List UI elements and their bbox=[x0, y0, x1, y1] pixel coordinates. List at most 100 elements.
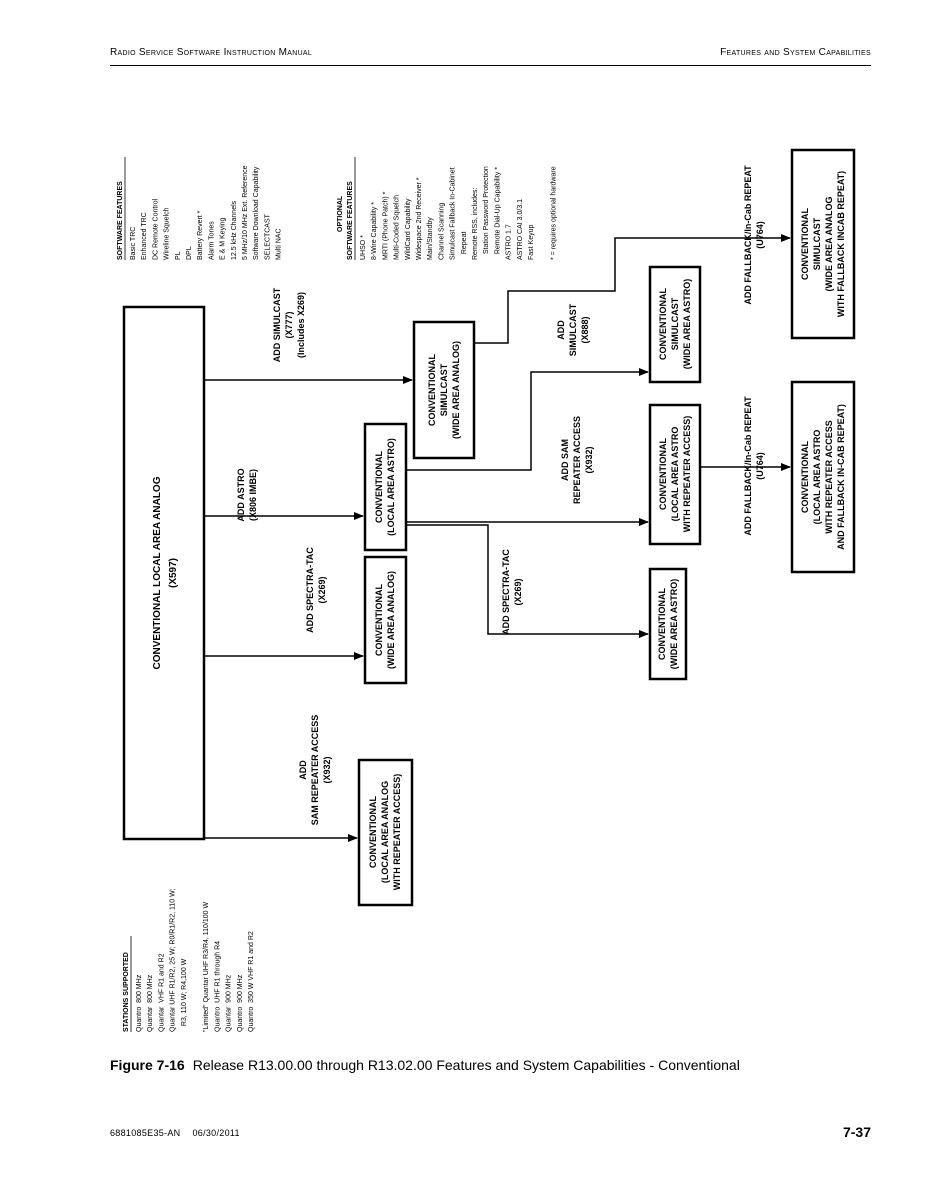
list-item: UHSO * bbox=[360, 235, 367, 260]
stations-supported-items: Quantro 800 MHz Quantar 800 MHz Quantar VH… bbox=[136, 888, 255, 1032]
list-item: Quantro 900 MHz bbox=[237, 974, 244, 1032]
list-item: Enhanced TRC bbox=[141, 212, 148, 260]
label-text: ADD ASTRO bbox=[236, 468, 246, 521]
box-text: CONVENTIONAL bbox=[374, 450, 384, 523]
list-item: Multi NAC bbox=[276, 228, 283, 260]
label-text: (X888) bbox=[580, 316, 590, 343]
list-item: Quantar VHF R1 and R2 bbox=[158, 953, 165, 1032]
label-text: (X932) bbox=[322, 756, 332, 783]
box-main-local-analog: CONVENTIONAL LOCAL AREA ANALOG (X597) bbox=[122, 305, 206, 841]
box-text: CONVENTIONAL bbox=[427, 353, 437, 426]
stations-supported-title: STATIONS SUPPORTED bbox=[123, 952, 130, 1032]
box-text: SIMULCAST bbox=[670, 297, 680, 350]
label-add-sam-astro: ADD SAM REPEATER ACCESS (X932) bbox=[560, 416, 594, 504]
box-text: (LOCAL AREA ASTRO bbox=[670, 427, 680, 522]
label-text: SIMULCAST bbox=[568, 303, 578, 356]
label-text: REPEATER ACCESS bbox=[572, 416, 582, 504]
stations-supported-list: STATIONS SUPPORTED Quantro 800 MHz Quanta… bbox=[123, 888, 255, 1032]
optional-features-items: UHSO *8-Wire Capability *MRTI (Phone Pat… bbox=[360, 166, 557, 260]
label-text: ADD bbox=[298, 760, 308, 780]
box-text: CONVENTIONAL bbox=[374, 583, 384, 656]
list-item: Quantar UHF R1/R2, 25 W; R0/R1/R2, 110 W… bbox=[170, 888, 177, 1032]
page-number: 7-37 bbox=[842, 1124, 871, 1140]
list-item: ASTRO CAI 3.0/3.1 bbox=[517, 199, 524, 260]
box-text: CONVENTIONAL bbox=[658, 287, 668, 360]
box-text: (LOCAL AREA ASTRO bbox=[812, 430, 822, 525]
list-item: Quantro UHF R1 through R4 bbox=[214, 941, 221, 1032]
list-item: ASTRO 1.7 bbox=[506, 224, 513, 260]
optional-features-title-1: OPTIONAL bbox=[337, 195, 344, 232]
box-text: WITH REPEATER ACCESS) bbox=[392, 774, 402, 891]
optional-features-list: OPTIONAL SOFTWARE FEATURES UHSO *8-Wire … bbox=[337, 157, 557, 260]
box-text: (WIDE AREA ANALOG) bbox=[386, 571, 396, 669]
box-text: (LOCAL AREA ANALOG bbox=[380, 781, 390, 883]
label-text: ADD SIMULCAST bbox=[272, 287, 282, 362]
label-text: SAM REPEATER ACCESS bbox=[310, 715, 320, 826]
list-item: Basic TRC bbox=[130, 227, 137, 260]
label-text: (X269) bbox=[317, 576, 327, 603]
list-item: DC Remote Control bbox=[152, 198, 159, 260]
box-text: WITH REPEATER ACCESS) bbox=[682, 416, 692, 533]
list-item: E & M Keying bbox=[220, 217, 227, 260]
list-item: "Limited" Quantar UHF R3/R4, 110/100 W bbox=[203, 901, 210, 1032]
main-box-line-1: CONVENTIONAL LOCAL AREA ANALOG bbox=[152, 476, 163, 669]
list-item: Main/Standby bbox=[427, 217, 434, 260]
header-manual-title: Radio Service Software Instruction Manua… bbox=[110, 47, 313, 58]
label-text: ADD FALLBACK/In-Cab REPEAT bbox=[743, 396, 753, 536]
label-add-fallback-1: ADD FALLBACK/In-Cab REPEAT (U764) bbox=[743, 165, 765, 305]
label-text: (X269) bbox=[513, 578, 523, 605]
list-item: Multi-Coded Squelch bbox=[394, 195, 401, 260]
label-add-spectra-astro: ADD SPECTRA-TAC (X269) bbox=[501, 549, 523, 635]
label-text: (X806 IMBE) bbox=[248, 469, 258, 521]
box-local-area-astro: CONVENTIONAL (LOCAL AREA ASTRO) bbox=[363, 422, 408, 552]
label-text: ADD FALLBACK/In-Cab REPEAT bbox=[743, 165, 753, 305]
header-section-title: Features and System Capabilities bbox=[720, 47, 871, 58]
box-local-analog-repeater: CONVENTIONAL (LOCAL AREA ANALOG WITH REP… bbox=[357, 758, 414, 907]
label-text: ADD SPECTRA-TAC bbox=[501, 549, 511, 635]
figure-title: Release R13.00.00 through R13.02.00 Feat… bbox=[192, 1057, 740, 1073]
label-text: (U764) bbox=[755, 221, 765, 249]
box-local-astro-repeater: CONVENTIONAL (LOCAL AREA ASTRO WITH REPE… bbox=[648, 403, 702, 546]
list-item: Quantro 350 W VHF R1 and R2 bbox=[248, 931, 255, 1032]
label-add-fallback-2: ADD FALLBACK/In-Cab REPEAT (U764) bbox=[743, 396, 765, 536]
list-item: 5 MHz/10 MHz Ext. Reference bbox=[242, 165, 249, 260]
box-local-astro-repeater-fallback: CONVENTIONAL (LOCAL AREA ASTRO WITH REPE… bbox=[790, 380, 856, 574]
list-item: * = requires optional hardware bbox=[550, 166, 557, 260]
list-item: 12.5 kHz Channels bbox=[231, 200, 238, 260]
box-text: CONVENTIONAL bbox=[658, 437, 668, 510]
main-box-line-2: (X597) bbox=[168, 558, 179, 588]
arrow-to-simulcast-fallback bbox=[474, 234, 791, 344]
label-text: ADD bbox=[556, 320, 566, 340]
box-text: SIMULCAST bbox=[439, 363, 449, 416]
box-text: (WIDE AREA ANALOG bbox=[824, 197, 834, 292]
label-text: ADD SAM bbox=[560, 439, 570, 481]
box-text: WITH FALLBACK INCAB REPEAT) bbox=[836, 171, 846, 317]
list-item: Quantro 800 MHz bbox=[136, 974, 143, 1032]
list-item: Remote RSS, includes: bbox=[472, 188, 479, 260]
list-item: Repeat bbox=[461, 232, 468, 260]
list-item: MRTI (Phone Patch) * bbox=[382, 191, 389, 260]
connectors bbox=[204, 234, 791, 842]
list-item: Widespace 2nd Receiver * bbox=[416, 177, 423, 260]
list-item: R3, 110 W; R4,100 W bbox=[181, 958, 188, 1032]
box-text: (LOCAL AREA ASTRO) bbox=[386, 438, 396, 536]
box-wide-area-analog: CONVENTIONAL (WIDE AREA ANALOG) bbox=[363, 555, 408, 685]
box-text: WITH REPEATER ACCESS bbox=[824, 420, 834, 534]
list-item: Quantar 900 MHz bbox=[226, 974, 233, 1032]
box-simulcast-wide-astro: CONVENTIONAL SIMULCAST (WIDE AREA ASTRO) bbox=[648, 265, 702, 384]
label-add-spectra-main: ADD SPECTRA-TAC (X269) bbox=[305, 547, 327, 633]
list-item: Station Password Protection bbox=[483, 166, 490, 260]
label-text: (X932) bbox=[584, 446, 594, 473]
doc-number: 6881085E35-AN bbox=[110, 1128, 181, 1138]
doc-date: 06/30/2011 bbox=[192, 1128, 240, 1138]
list-item: Software Download Capability bbox=[253, 166, 260, 260]
list-item: Channel Scanning bbox=[438, 203, 445, 260]
box-text: CONVENTIONAL bbox=[657, 587, 667, 660]
list-item: Quantar 800 MHz bbox=[147, 974, 154, 1032]
list-item: DPL bbox=[186, 246, 193, 260]
list-item: WildCard Capability bbox=[405, 198, 412, 260]
